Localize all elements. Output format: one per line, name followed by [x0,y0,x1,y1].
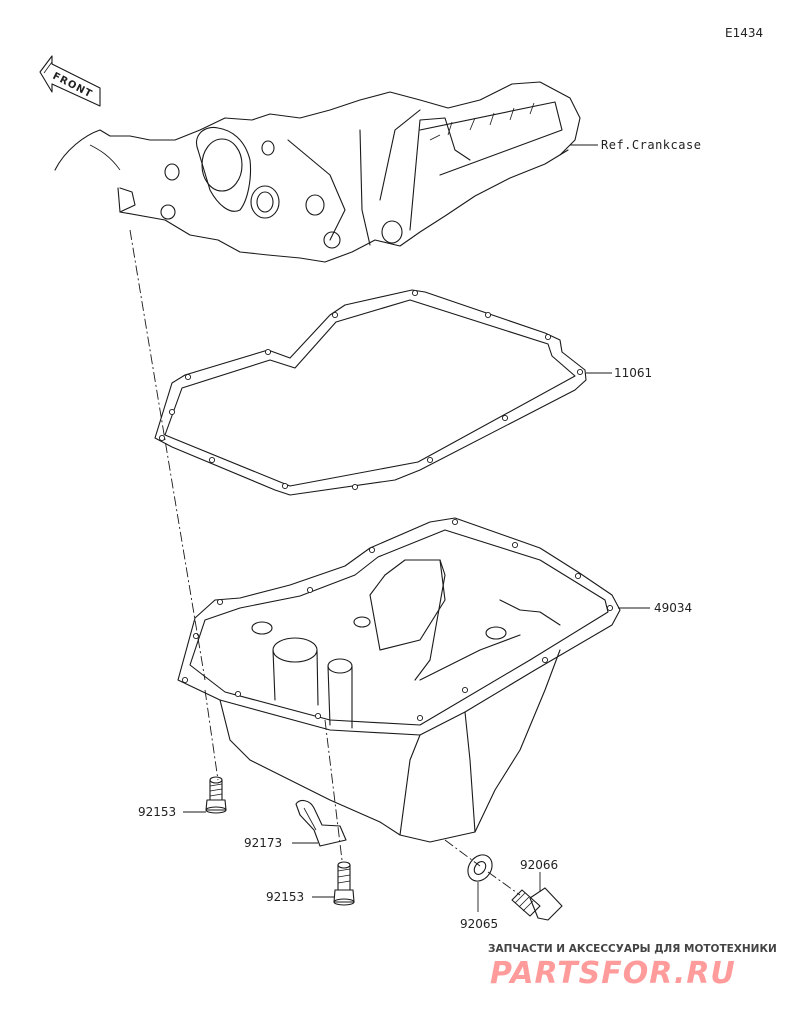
clamp-drawing: 92173 [244,799,347,850]
oil-pan-drawing: 49034 [177,517,692,843]
alignment-line-bolt-lower [324,719,343,861]
front-arrow-icon: FRONT [39,55,101,107]
bolt-upper-label: 92153 [138,805,176,819]
gasket-drawing: 11061 [154,289,652,496]
bolt-lower-label: 92153 [266,890,304,904]
crankcase-ref-label: Ref.Crankcase [601,138,701,152]
drain-plug-label: 92066 [520,858,558,872]
oil-pan-label: 49034 [654,601,692,615]
bolt-lower-drawing: 92153 [266,861,355,906]
washer-drawing: 92065 [460,854,498,931]
crankcase-drawing: Ref.Crankcase [54,81,701,263]
gasket-label: 11061 [614,366,652,380]
alignment-line-drain [444,839,521,896]
alignment-line-bolt-upper [204,689,219,781]
bolt-upper-drawing: 92153 [138,776,227,819]
watermark-tagline: ЗАПЧАСТИ И АКСЕССУАРЫ ДЛЯ МОТОТЕХНИКИ [488,943,777,955]
washer-label: 92065 [460,917,498,931]
clamp-label: 92173 [244,836,282,850]
alignment-line-left [129,229,206,681]
watermark: ЗАПЧАСТИ И АКСЕССУАРЫ ДЛЯ МОТОТЕХНИКИ PA… [488,943,777,991]
drain-plug-drawing: 92066 [511,858,563,921]
diagram-code: E1434 [725,26,763,40]
watermark-logo: PARTSFOR.RU [490,956,736,991]
front-label: FRONT [51,71,95,100]
